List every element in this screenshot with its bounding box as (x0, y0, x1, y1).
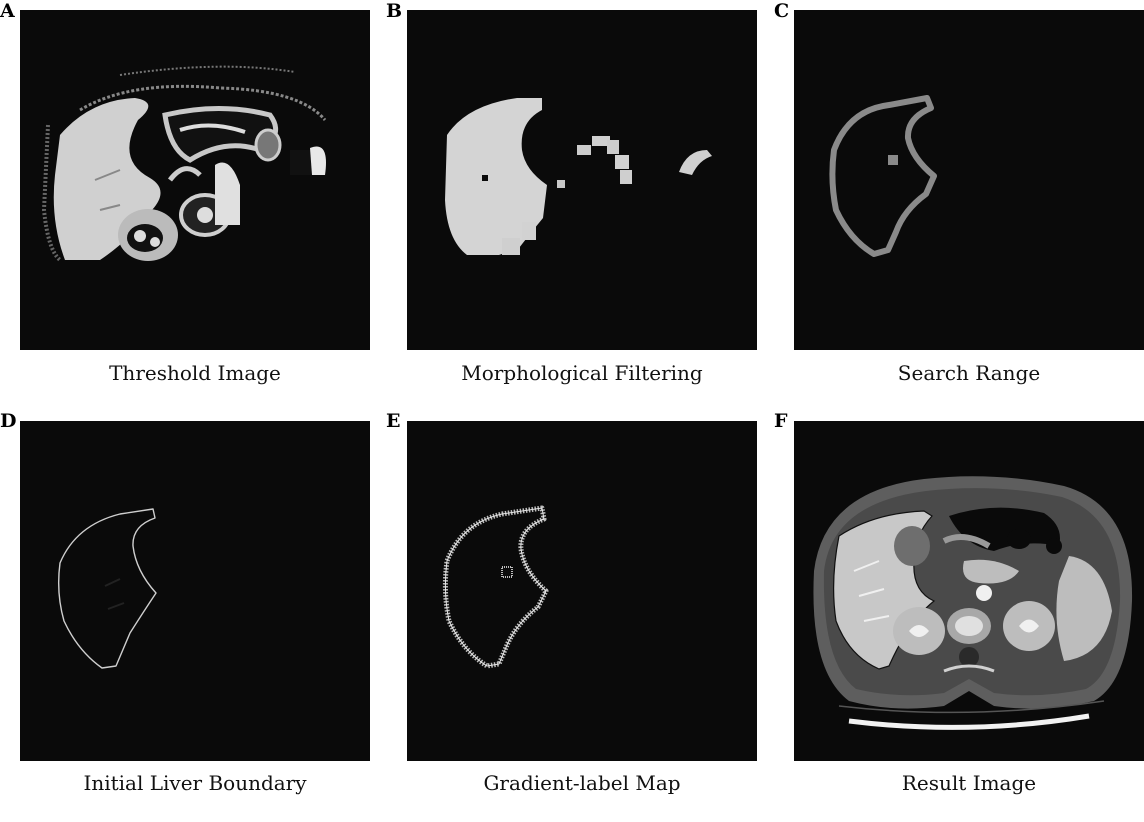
panel-letter-e: E (386, 410, 401, 432)
gradient-label-map-graphic (407, 421, 757, 761)
result-image-graphic (794, 421, 1144, 761)
morphological-filtering-image (407, 10, 757, 350)
caption-gradient-label-map: Gradient-label Map (483, 771, 681, 795)
threshold-image-graphic (20, 10, 370, 350)
caption-initial-liver-boundary: Initial Liver Boundary (83, 771, 307, 795)
gradient-label-map-image (407, 421, 757, 761)
caption-threshold-image: Threshold Image (109, 361, 281, 385)
search-range-graphic (794, 10, 1144, 350)
panel-letter-b: B (386, 0, 403, 22)
morphological-filtering-graphic (407, 10, 757, 350)
panel-letter-f: F (774, 410, 788, 432)
panel-letter-a: A (0, 0, 15, 22)
caption-morphological-filtering: Morphological Filtering (461, 361, 703, 385)
search-range-image (794, 10, 1144, 350)
panel-letter-d: D (0, 410, 17, 432)
panel-letter-c: C (774, 0, 790, 22)
initial-liver-boundary-image (20, 421, 370, 761)
result-image (794, 421, 1144, 761)
initial-liver-boundary-graphic (20, 421, 370, 761)
caption-search-range: Search Range (897, 361, 1041, 385)
threshold-image (20, 10, 370, 350)
caption-result-image: Result Image (901, 771, 1037, 795)
